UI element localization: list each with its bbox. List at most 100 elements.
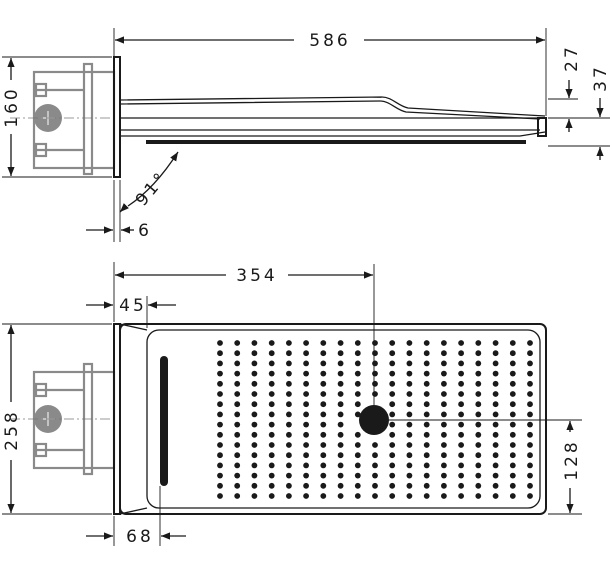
nozzle (320, 482, 327, 489)
nozzle (268, 380, 275, 387)
nozzle (337, 350, 344, 357)
nozzle (217, 482, 223, 489)
nozzle (389, 431, 396, 438)
nozzle (372, 380, 378, 387)
top-shower-plate (119, 323, 547, 515)
nozzle (320, 370, 327, 377)
nozzle (406, 442, 413, 448)
nozzle (441, 391, 447, 397)
nozzle (337, 442, 344, 448)
nozzle (458, 340, 464, 346)
nozzle (251, 370, 258, 377)
nozzle (372, 391, 378, 397)
nozzle (441, 482, 447, 489)
nozzle (320, 452, 327, 459)
nozzle (337, 391, 344, 397)
nozzle (251, 340, 258, 346)
nozzle (251, 462, 258, 469)
nozzle (406, 391, 413, 397)
nozzle (423, 452, 430, 459)
nozzle (303, 350, 309, 357)
dim-586-label: 586 (309, 31, 350, 51)
nozzle (320, 431, 327, 438)
nozzle (423, 391, 430, 397)
nozzle (251, 411, 258, 418)
nozzle (337, 431, 344, 438)
nozzle (217, 380, 223, 387)
nozzle (492, 370, 499, 377)
nozzle (441, 493, 447, 499)
center-connector (359, 405, 389, 435)
nozzle (441, 401, 447, 408)
nozzle (527, 391, 533, 397)
nozzle (509, 380, 516, 387)
nozzle (320, 421, 327, 428)
dim-6: 6 (86, 180, 149, 242)
nozzle (406, 380, 413, 387)
nozzle (423, 411, 430, 418)
nozzle (354, 411, 361, 418)
nozzle (354, 442, 361, 448)
nozzle (303, 370, 309, 377)
nozzle (441, 442, 447, 448)
nozzle (475, 411, 482, 418)
nozzle (492, 431, 499, 438)
nozzle (286, 370, 292, 377)
nozzle (389, 360, 396, 367)
nozzle (320, 493, 327, 499)
nozzle (406, 472, 413, 479)
nozzle (423, 340, 430, 346)
nozzle (286, 411, 292, 418)
nozzle (441, 350, 447, 357)
dim-27: 27 (548, 44, 610, 132)
nozzle (509, 442, 516, 448)
nozzle (372, 493, 378, 499)
nozzle (251, 360, 258, 367)
nozzle (492, 493, 499, 499)
nozzle (441, 411, 447, 418)
nozzle (475, 391, 482, 397)
nozzle (492, 340, 499, 346)
nozzle (320, 350, 327, 357)
nozzle (354, 462, 361, 469)
nozzle (527, 493, 533, 499)
nozzle (458, 472, 464, 479)
dim-586: 586 (113, 28, 547, 116)
nozzle (527, 452, 533, 459)
nozzle (509, 462, 516, 469)
nozzle (389, 411, 396, 418)
nozzle (423, 421, 430, 428)
nozzle (337, 380, 344, 387)
nozzle (475, 340, 482, 346)
nozzle (509, 391, 516, 397)
nozzle (251, 421, 258, 428)
dim-258-label: 258 (2, 409, 22, 450)
dim-160: 160 (2, 56, 112, 178)
dim-128-label: 128 (562, 439, 582, 480)
nozzle (509, 370, 516, 377)
nozzle (509, 431, 516, 438)
nozzle (251, 482, 258, 489)
nozzle (320, 391, 327, 397)
nozzle (217, 462, 223, 469)
nozzle (458, 452, 464, 459)
nozzle (492, 391, 499, 397)
nozzle (441, 421, 447, 428)
nozzle (268, 452, 275, 459)
nozzle (406, 431, 413, 438)
dim-91-angle: 91° (119, 151, 179, 213)
nozzle (423, 431, 430, 438)
nozzle (527, 472, 533, 479)
nozzle (527, 431, 533, 438)
nozzle (268, 493, 275, 499)
nozzle (423, 350, 430, 357)
nozzle (441, 340, 447, 346)
nozzle (234, 370, 241, 377)
nozzle (303, 493, 309, 499)
top-mounting-body (10, 362, 118, 476)
nozzle (458, 401, 464, 408)
nozzle (337, 340, 344, 346)
nozzle (286, 493, 292, 499)
nozzle (458, 350, 464, 357)
nozzle (268, 411, 275, 418)
